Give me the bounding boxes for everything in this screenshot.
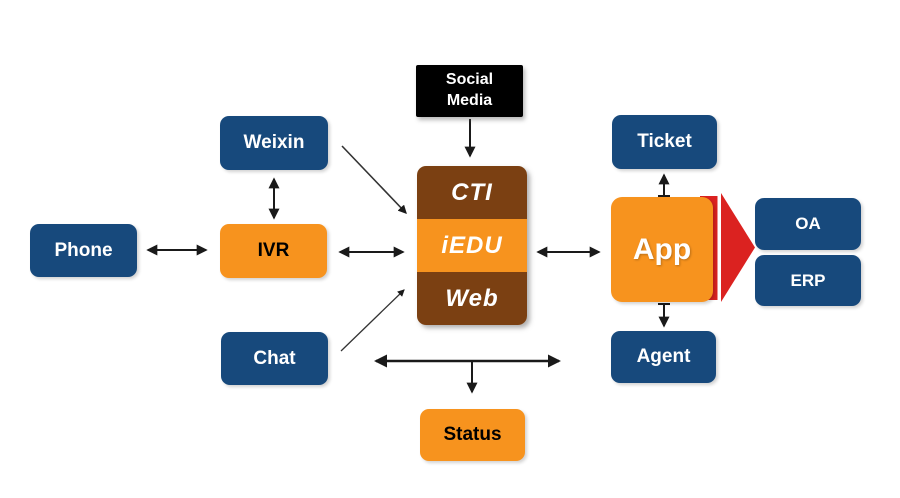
node-iedu-label: iEDU [441, 231, 503, 259]
node-ivr: IVR [220, 224, 327, 278]
node-weixin: Weixin [220, 116, 328, 170]
node-erp: ERP [755, 255, 861, 306]
node-cti-label: CTI [451, 178, 493, 206]
node-erp-label: ERP [790, 270, 826, 290]
node-phone: Phone [30, 224, 137, 277]
node-phone-label: Phone [54, 239, 113, 261]
node-agent-label: Agent [636, 346, 691, 367]
node-chat: Chat [221, 332, 328, 385]
node-web: Web [417, 272, 527, 325]
node-cti: CTI [417, 166, 527, 219]
node-app-label: App [632, 232, 692, 266]
node-agent: Agent [611, 331, 716, 383]
node-oa: OA [755, 198, 861, 250]
node-ivr-label: IVR [257, 240, 290, 261]
node-stack-cti-iedu-web: CTI iEDU Web [417, 166, 527, 325]
node-web-label: Web [445, 284, 499, 312]
node-iedu: iEDU [417, 219, 527, 272]
node-status-label: Status [443, 424, 502, 445]
node-status: Status [420, 409, 525, 461]
node-ticket: Ticket [612, 115, 717, 169]
node-ticket-label: Ticket [637, 131, 692, 152]
node-social-media-label: Social Media [445, 71, 494, 109]
node-app: App [611, 197, 713, 302]
node-weixin-label: Weixin [243, 132, 305, 153]
node-chat-label: Chat [253, 347, 296, 369]
arrow-weixin-to-stack [341, 145, 407, 214]
arrow-chat-to-stack [340, 289, 405, 352]
node-social-media: Social Media [416, 65, 523, 117]
node-oa-label: OA [795, 214, 821, 233]
